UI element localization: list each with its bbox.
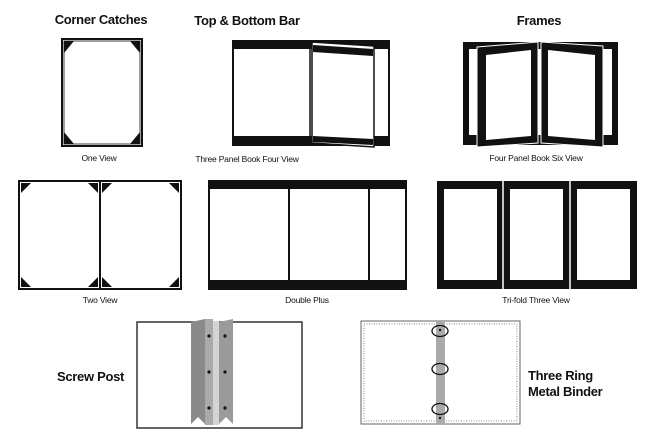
- ring-binder-title-line1: Three Ring: [528, 368, 593, 383]
- two-view-caption: Two View: [83, 295, 119, 305]
- trifold-cover: [437, 181, 637, 289]
- double-plus-cover: [208, 180, 407, 290]
- trifold-caption: Tri-fold Three View: [502, 295, 570, 305]
- four-panel-caption: Four Panel Book Six View: [489, 153, 583, 163]
- ring-binder-title-line2: Metal Binder: [528, 384, 603, 399]
- three-panel-book-cover: [232, 40, 390, 148]
- frames-title: Frames: [517, 13, 562, 28]
- three-panel-caption: Three Panel Book Four View: [195, 154, 299, 164]
- one-view-caption: One View: [81, 153, 117, 163]
- four-panel-book-cover: [463, 41, 618, 148]
- one-view-cover: [61, 38, 143, 147]
- screw-post-cover: [136, 319, 303, 429]
- screw-post-title: Screw Post: [57, 369, 125, 384]
- corner-catches-title: Corner Catches: [55, 12, 148, 27]
- double-plus-caption: Double Plus: [285, 295, 329, 305]
- two-view-cover: [18, 180, 182, 290]
- ring-binder-cover: [360, 320, 521, 425]
- top-bottom-bar-title: Top & Bottom Bar: [194, 13, 300, 28]
